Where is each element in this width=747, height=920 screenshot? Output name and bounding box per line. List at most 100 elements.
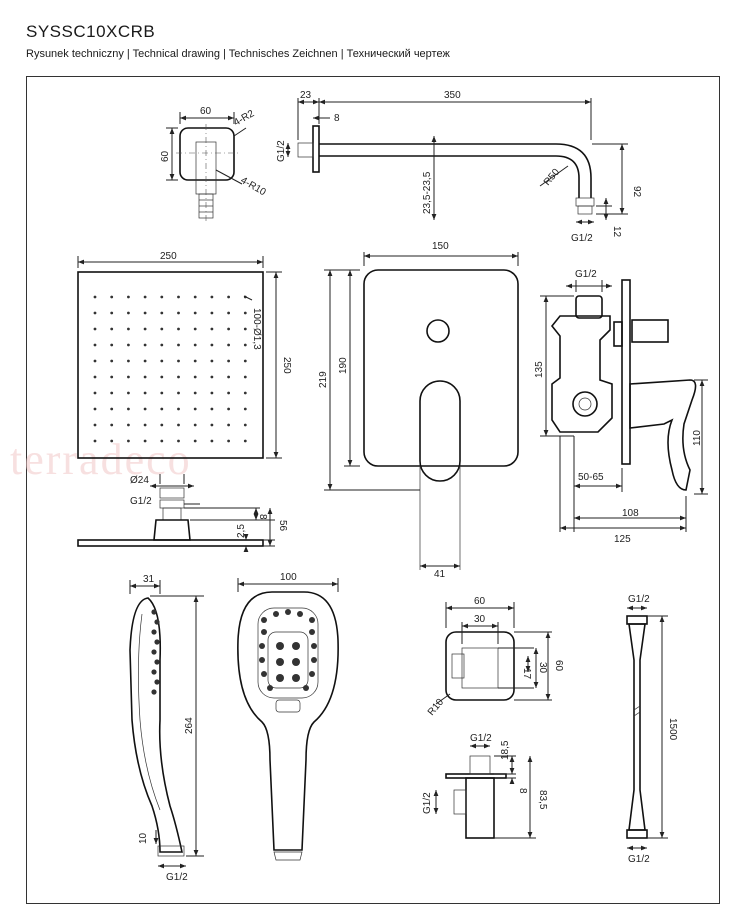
head-nozzle [227,311,231,315]
shower-hose-view [626,605,668,851]
hand-side-nozzle [154,659,160,665]
head-nozzle [126,343,130,347]
dim-head-250-width: 250 [160,251,177,262]
head-nozzle [177,439,180,443]
hand-center-nozzle [276,674,284,682]
head-nozzle [126,407,130,411]
head-nozzle [210,295,214,299]
head-nozzle [227,423,231,427]
shower-arm-view [285,98,628,225]
dim-elbow-r10: R10 [426,696,447,717]
hand-center-nozzle [276,642,284,650]
hand-side-nozzle [151,649,157,655]
hand-shower-side-view [129,580,204,869]
dim-hose-g12: G1/2 [628,594,650,605]
hand-center-nozzle [292,658,300,666]
dim-hand-g12: G1/2 [166,872,188,883]
head-nozzle [177,295,180,299]
head-nozzle [93,295,97,299]
drawing-frame [26,76,720,904]
dim-plate-190: 190 [338,357,349,374]
dim-valve-110: 110 [692,430,703,446]
dim-head-nozzles: 100-Ø1,3 [251,308,262,350]
head-nozzle [110,359,114,363]
dim-hand-264: 264 [184,717,195,734]
head-nozzle [160,407,164,411]
dim-arm-8: 8 [334,113,340,124]
rain-head-side-view [77,474,275,552]
head-nozzle [193,343,197,347]
head-nozzle [110,423,114,427]
head-nozzle [210,391,214,395]
hand-front-nozzle [309,617,315,623]
mixer-cover-plate-view [324,252,519,570]
head-nozzle [177,343,180,347]
hand-center-nozzle [292,642,300,650]
hand-front-nozzle [259,657,265,663]
head-nozzle [160,327,164,331]
head-nozzle [143,439,147,443]
drawing-subtitle: Rysunek techniczny | Technical drawing |… [26,48,450,60]
dim-inlet-r2: 4-R2 [232,108,257,129]
dim-arm-r50: R50 [542,166,563,187]
head-nozzle [160,359,164,363]
head-nozzle [126,359,130,363]
head-nozzle [160,391,164,395]
dim-plate-219: 219 [318,371,329,388]
head-nozzle [227,391,231,395]
hand-side-nozzle [151,629,157,635]
dim-elbow-8: 8 [517,788,528,794]
head-nozzle [126,439,130,443]
hand-front-nozzles [259,609,317,691]
head-nozzle [193,375,197,379]
head-nozzle [126,375,130,379]
dim-inlet-width: 60 [200,106,212,117]
head-nozzle [227,327,231,331]
head-nozzle [110,327,114,331]
head-nozzle [177,423,180,427]
hand-front-nozzle [273,611,279,617]
head-nozzle [193,311,197,315]
wall-elbow-side-view [433,743,536,839]
head-nozzle [210,375,214,379]
hand-front-nozzle [285,609,291,615]
head-nozzle [110,375,114,379]
head-nozzle [160,439,164,443]
head-nozzle [193,423,197,427]
head-nozzle [160,295,164,299]
head-nozzle [126,423,130,427]
hand-front-nozzle [311,643,317,649]
head-nozzle [143,391,147,395]
head-nozzle [143,375,147,379]
head-nozzle [177,311,180,315]
head-nozzle [110,439,114,443]
head-nozzle [193,295,197,299]
head-nozzle [143,327,147,331]
head-nozzle [193,439,197,443]
head-nozzle [143,343,147,347]
head-nozzle [143,359,147,363]
dim-elbow-60: 60 [474,596,486,607]
head-nozzle [243,423,247,427]
dim-arm-g12b: G1/2 [571,233,593,244]
head-nozzle [126,295,130,299]
hand-front-nozzle [261,617,267,623]
head-nozzle [227,359,231,363]
head-nozzle [227,439,231,443]
dim-hose-1500: 1500 [667,718,678,741]
dim-arm-92: 92 [631,186,642,198]
dim-inlet-r10: 4-R10 [239,175,268,198]
hand-center-nozzle [292,674,300,682]
product-model-title: SYSSC10XCRB [26,22,156,41]
head-nozzle [110,311,114,315]
hand-front-nozzle [311,657,317,663]
head-nozzle [177,327,180,331]
wall-inlet-view [166,112,247,222]
head-nozzle [227,343,231,347]
head-nozzle [93,407,97,411]
dim-arm-g12: G1/2 [276,140,287,162]
dim-head-g12: G1/2 [130,496,152,507]
dim-arm-23: 23 [300,90,312,101]
head-nozzle [193,391,197,395]
